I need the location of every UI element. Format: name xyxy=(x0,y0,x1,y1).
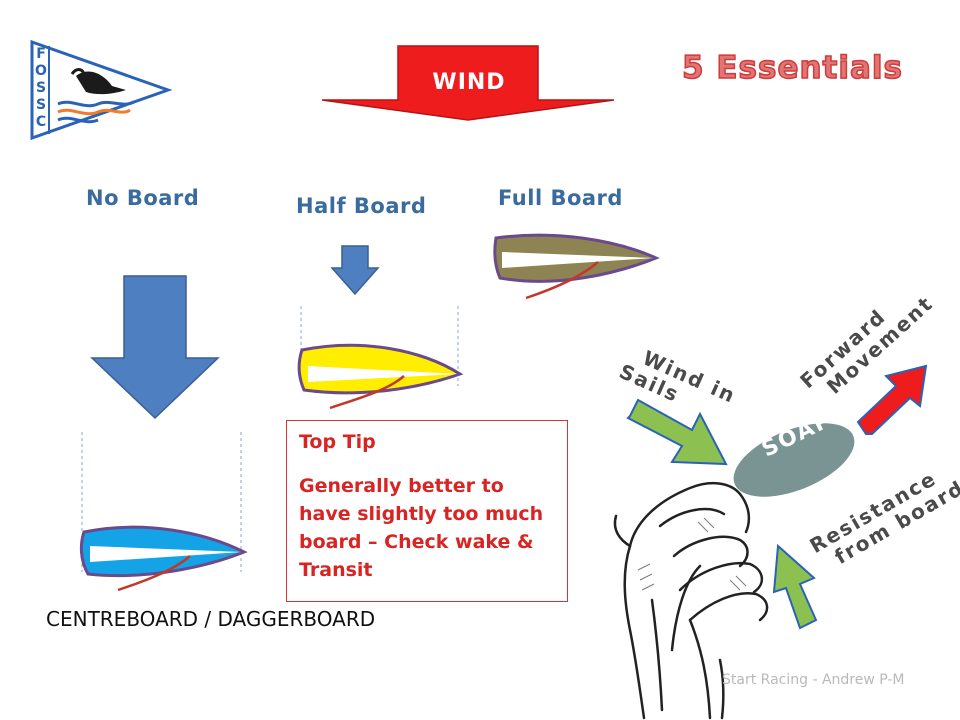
no-board-hull xyxy=(79,525,248,592)
full-board-hull xyxy=(493,233,660,300)
page-title: 5 Essentials xyxy=(681,49,903,87)
top-tip-body: Generally better to have slightly too mu… xyxy=(299,475,544,581)
logo-letter: S xyxy=(35,80,47,96)
half-board-arrow xyxy=(330,245,380,296)
logo-letters: F O S S C xyxy=(34,46,48,131)
half-board-label: Half Board xyxy=(296,194,427,218)
footer-credit: Start Racing - Andrew P-M xyxy=(722,672,905,688)
forward-movement-arrow xyxy=(856,364,928,435)
full-board-label: Full Board xyxy=(498,186,623,210)
half-board-hull xyxy=(297,343,464,410)
centreboard-label: CENTREBOARD / DAGGERBOARD xyxy=(46,607,376,631)
logo-letter: S xyxy=(35,97,47,113)
soap-ellipse xyxy=(733,423,855,497)
wind-in-sails-arrow xyxy=(626,398,728,466)
resistance-arrow xyxy=(772,543,818,630)
top-tip-title: Top Tip xyxy=(299,431,376,453)
hand-sketch xyxy=(613,481,769,720)
top-tip-box: Top Tip Generally better to have slightl… xyxy=(286,420,568,602)
logo-letter: F xyxy=(36,46,46,62)
logo-letter: O xyxy=(35,63,47,79)
no-board-label: No Board xyxy=(86,186,200,210)
club-logo xyxy=(30,39,173,141)
wind-arrow xyxy=(321,45,615,121)
no-board-arrow xyxy=(90,275,220,420)
wind-label: WIND xyxy=(432,70,506,95)
logo-letter: C xyxy=(35,114,47,130)
